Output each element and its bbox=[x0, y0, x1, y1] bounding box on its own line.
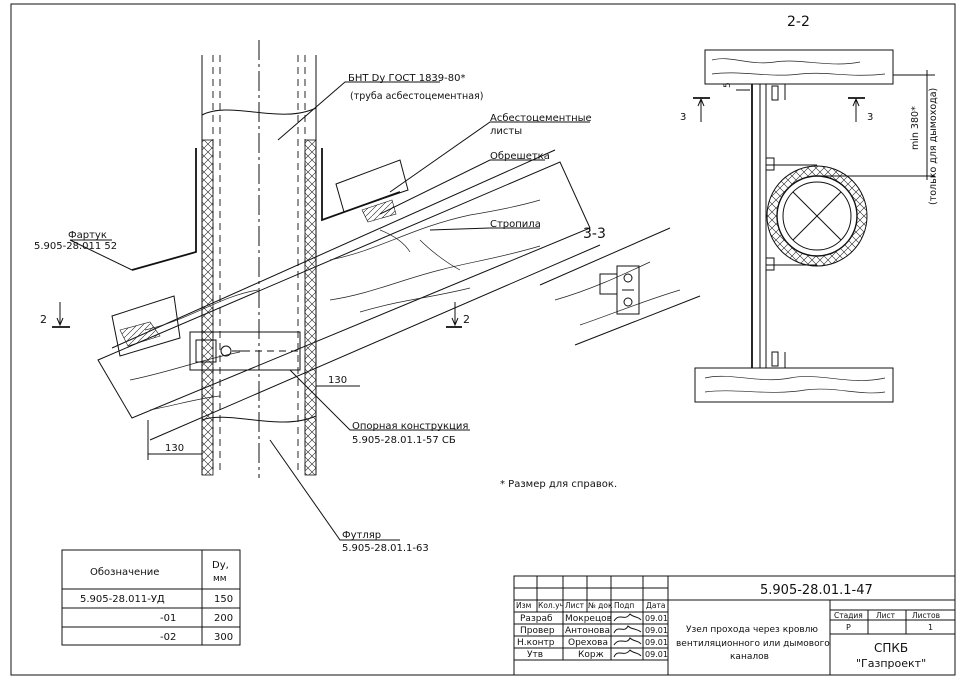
col-header: Дата bbox=[646, 601, 665, 610]
bottom-beam bbox=[694, 367, 894, 403]
svg-text:min 380*: min 380* bbox=[910, 106, 921, 150]
support-code: 5.905-28.01.1-57 СБ bbox=[352, 435, 456, 446]
support-band bbox=[189, 331, 301, 371]
leader-lines bbox=[69, 81, 590, 541]
sheets-header: Листов bbox=[912, 611, 940, 620]
sheet-header: Лист bbox=[876, 611, 896, 620]
apron-code: 5.905-28.011 52 bbox=[34, 241, 117, 252]
role-name: Антонова bbox=[565, 626, 610, 636]
title-line-2: вентиляционного или дымового bbox=[676, 639, 830, 649]
role-name: Корж bbox=[578, 650, 604, 660]
pipe bbox=[201, 40, 317, 478]
asbestos-sheets-label: Асбестоцементные bbox=[490, 113, 592, 124]
sleeve-label: Футляр bbox=[342, 530, 381, 541]
svg-text:3: 3 bbox=[680, 112, 686, 123]
pipe-label: БНТ Dy ГОСТ 1839-80* bbox=[348, 73, 466, 84]
col-header: Кол.уч bbox=[538, 601, 564, 610]
apron-label: Фартук bbox=[68, 230, 107, 241]
role-label: Утв bbox=[527, 650, 543, 660]
asbestos-sheets-sublabel: листы bbox=[490, 126, 522, 137]
batten-label: Обрешетка bbox=[490, 151, 550, 162]
col-header: № док bbox=[588, 601, 613, 610]
signature-mark bbox=[613, 637, 642, 646]
role-name: Мокрецов bbox=[565, 614, 612, 624]
col-header: Подп bbox=[614, 601, 634, 610]
dimension-130-right: 130 bbox=[316, 375, 360, 387]
main-section-view: 130 130 2 2 БНТ D bbox=[34, 40, 601, 554]
section-3-3-title: 3-3 bbox=[583, 226, 606, 242]
spec-header-dy-unit: мм bbox=[213, 574, 227, 584]
section-2-2-title: 2-2 bbox=[787, 14, 810, 30]
dimension-min-380: min 380* (только для дымохода) bbox=[817, 70, 939, 205]
sheet-frame bbox=[10, 3, 956, 676]
signature-mark bbox=[613, 649, 642, 658]
org-name: СПКБ bbox=[874, 641, 908, 655]
sleeve-left-wall bbox=[201, 139, 214, 476]
cut-mark-2-right: 2 bbox=[446, 302, 470, 328]
title-line-1: Узел прохода через кровлю bbox=[686, 625, 818, 635]
svg-text:(только для дымохода): (только для дымохода) bbox=[928, 88, 939, 205]
sleeve-right-wall bbox=[304, 139, 317, 476]
signature-mark bbox=[613, 613, 642, 622]
top-beam bbox=[704, 49, 894, 85]
role-label: Разраб bbox=[520, 614, 553, 624]
reference-note: * Размер для справок. bbox=[500, 479, 617, 490]
col-header: Изм bbox=[516, 601, 531, 610]
svg-text:2: 2 bbox=[40, 313, 47, 326]
stage-value: Р bbox=[846, 623, 851, 632]
section-2-2-view: 2-2 3 bbox=[680, 14, 939, 403]
org-name-line-2: "Газпроект" bbox=[856, 657, 926, 670]
signature-mark bbox=[613, 625, 642, 634]
sheets-value: 1 bbox=[928, 623, 933, 632]
pipe-sublabel: (труба асбестоцементная) bbox=[350, 91, 483, 102]
role-date: 09.01 bbox=[645, 638, 668, 647]
svg-text:5: 5 bbox=[723, 82, 733, 88]
spec-table: Обозначение Dy, мм 5.905-28.011-УД 150 -… bbox=[61, 549, 241, 646]
cut-mark-3-right: 3 bbox=[848, 97, 873, 123]
roof-layers bbox=[97, 149, 601, 441]
col-header: Лист bbox=[565, 601, 585, 610]
section-3-3-view: 3-3 bbox=[539, 226, 701, 346]
role-date: 09.01 bbox=[645, 626, 668, 635]
dimension-5: 5 bbox=[723, 82, 750, 91]
drawing-code: 5.905-28.01.1-47 bbox=[760, 583, 873, 598]
role-name: Орехова bbox=[568, 638, 608, 648]
dimension-130-left: 130 bbox=[147, 420, 202, 460]
rafter-label: Стропила bbox=[490, 219, 541, 230]
title-block: 5.905-28.01.1-47 Изм Кол.уч Лист № док П… bbox=[513, 575, 956, 676]
spec-header-designation: Обозначение bbox=[90, 567, 159, 578]
support-label: Опорная конструкция bbox=[352, 421, 468, 432]
title-line-3: каналов bbox=[730, 652, 769, 662]
sleeve-code: 5.905-28.01.1-63 bbox=[342, 543, 429, 554]
spec-row-dy: 150 bbox=[214, 594, 233, 605]
role-date: 09.01 bbox=[645, 650, 668, 659]
spec-row-dy: 200 bbox=[214, 613, 233, 624]
cut-mark-3-left: 3 bbox=[680, 97, 710, 123]
role-date: 09.01 bbox=[645, 614, 668, 623]
spec-header-dy: Dy, bbox=[212, 560, 229, 571]
svg-text:2: 2 bbox=[463, 313, 470, 326]
spec-row-designation: -02 bbox=[160, 632, 176, 643]
svg-text:130: 130 bbox=[328, 375, 347, 386]
stage-header: Стадия bbox=[834, 611, 863, 620]
apron bbox=[131, 148, 401, 271]
role-label: Провер bbox=[520, 626, 555, 636]
spec-row-dy: 300 bbox=[214, 632, 233, 643]
svg-text:3: 3 bbox=[867, 112, 873, 123]
svg-text:130: 130 bbox=[165, 443, 184, 454]
role-label: Н.контр bbox=[517, 638, 555, 648]
cut-mark-2-left: 2 bbox=[40, 302, 70, 328]
spec-row-designation: 5.905-28.011-УД bbox=[80, 594, 165, 605]
spec-row-designation: -01 bbox=[160, 613, 176, 624]
